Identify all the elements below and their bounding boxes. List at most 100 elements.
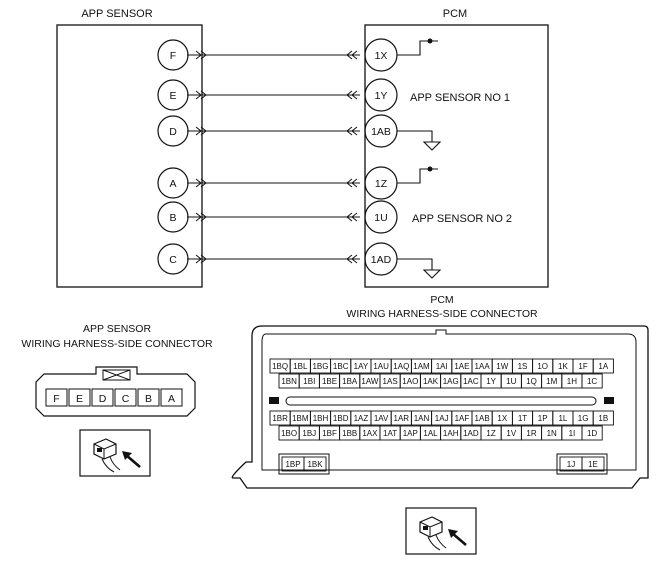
pcm-connector-cell-label: 1AA	[475, 362, 491, 371]
pcm-connector-cell-label: 1BL	[293, 362, 308, 371]
pcm-connector-cell-label: 1AE	[454, 362, 469, 371]
pcm-terminal-mark	[346, 178, 358, 188]
pcm-connector-cell-label: 1AV	[374, 414, 389, 423]
pcm-connector-cell-label: 1AU	[373, 362, 389, 371]
pcm-box	[364, 24, 549, 288]
pcm-pin-label: 1AD	[371, 254, 392, 266]
pcm-connector-cell-label: 1H	[567, 377, 577, 386]
pcm-connector-cell-label: 1BO	[281, 429, 297, 438]
pcm-connector-hatched-box	[556, 453, 608, 475]
app-connector-cell	[160, 388, 183, 407]
view-arrow-head	[448, 529, 458, 538]
connector-body-glyph	[419, 516, 443, 538]
app-connector-cell	[114, 388, 137, 407]
app-connector-cell	[45, 388, 68, 407]
pcm-connector-cell-label: 1AI	[436, 362, 448, 371]
pcm-connector-cell-label: 1D	[587, 429, 597, 438]
app-connector-cell-label: F	[53, 393, 59, 405]
app-connector-cell-label: D	[99, 393, 107, 405]
pcm-connector-cell-label: 1C	[587, 377, 597, 386]
app-sensor-pin	[157, 243, 189, 275]
pcm-junction-dot	[427, 166, 433, 172]
pcm-connector-cell-label: 1Q	[526, 377, 537, 386]
sensor-terminal-mark	[195, 126, 207, 136]
pcm-connector-cell-label: 1AP	[403, 429, 418, 438]
pcm-connector-cell-label: 1A	[598, 362, 608, 371]
pcm-connector-cell-label: 1T	[518, 414, 527, 423]
icon-frame	[405, 507, 477, 555]
pcm-connector-cell-label: 1AB	[475, 414, 490, 423]
pcm-pin-label: 1X	[375, 50, 388, 62]
pcm-ground-line	[397, 130, 433, 142]
connector-slot-glyph	[423, 526, 428, 530]
pcm-connector-cell-label: 1S	[518, 362, 528, 371]
pcm-connector-cell-label: 1BF	[322, 429, 337, 438]
pcm-connector-cell-label: 1Z	[486, 429, 495, 438]
pcm-connector-cell-label: 1AO	[402, 377, 418, 386]
pcm-connector-cell-label: 1X	[497, 414, 507, 423]
app-sensor-pin-label: F	[170, 50, 176, 62]
ground-symbol	[422, 269, 442, 279]
pcm-connector-subtitle: WIRING HARNESS-SIDE CONNECTOR	[346, 308, 538, 320]
pcm-connector-cell-label: 1N	[547, 429, 557, 438]
app-connector-cell	[137, 388, 160, 407]
pcm-connector-cell	[581, 425, 603, 441]
app-sensor-box	[56, 24, 203, 288]
app-connector-latch	[102, 369, 131, 381]
pcm-connector-cell-label: 1BB	[342, 429, 357, 438]
connector-slot-glyph	[97, 448, 102, 452]
pcm-pin-label: 1Z	[375, 178, 388, 190]
pcm-connector-cell-label: 1AJ	[435, 414, 449, 423]
app-connector-cell-label: B	[145, 393, 152, 405]
pcm-connector-cell-label: 1BQ	[272, 362, 288, 371]
view-arrow-head	[122, 451, 132, 460]
connector-edge-glyph	[93, 443, 117, 459]
app-sensor-pin	[157, 115, 189, 147]
app-sensor-pin	[157, 79, 189, 111]
app-connector-cell	[91, 388, 114, 407]
pcm-connector-cell-label: 1V	[506, 429, 516, 438]
pcm-connector-cell-label: 1I	[569, 429, 576, 438]
pcm-connector-key-right	[604, 397, 614, 404]
pcm-connector-title: PCM	[430, 294, 453, 306]
pcm-connector-cell-label: 1BH	[313, 414, 329, 423]
pcm-connector-cell-label: 1J	[567, 460, 575, 469]
pcm-connector-cell-label: 1AH	[443, 429, 459, 438]
app-connector-cell	[68, 388, 91, 407]
sensor-terminal-mark	[195, 178, 207, 188]
app-connector-cell-label: E	[76, 393, 83, 405]
pcm-connector-cell-label: 1BP	[285, 460, 300, 469]
pcm-terminal-mark	[346, 212, 358, 222]
app-connector-title: APP SENSOR	[83, 323, 151, 335]
sensor-terminal-mark	[195, 50, 207, 60]
app-sensor-title: APP SENSOR	[81, 8, 152, 20]
pcm-connector-cell-label: 1AF	[455, 414, 470, 423]
pcm-connector-cell-label: 1G	[578, 414, 589, 423]
pcm-connector-cell-label: 1AT	[383, 429, 397, 438]
pcm-connector-cell-label: 1AM	[413, 362, 430, 371]
pcm-pin-label: 1U	[374, 212, 387, 224]
app-connector-cell-label: C	[122, 393, 130, 405]
pcm-connector-cell-label: 1AY	[354, 362, 369, 371]
pcm-connector-cell	[592, 358, 614, 374]
connector-edge-glyph	[419, 521, 443, 537]
ground-symbol	[422, 141, 442, 151]
pcm-connector-cell-label: 1BM	[292, 414, 309, 423]
pcm-connector-cell-label: 1BE	[322, 377, 337, 386]
pcm-junction-dot	[427, 38, 433, 44]
pcm-connector-cell-label: 1AR	[394, 414, 410, 423]
pcm-connector-cell	[581, 373, 603, 389]
pcm-connector-cell-label: 1AK	[423, 377, 439, 386]
pcm-connector-cell	[303, 456, 327, 472]
pcm-connector-cell-label: 1AX	[362, 429, 378, 438]
pcm-connector-center-rail	[285, 396, 597, 406]
pcm-connector-cell-label: 1BK	[307, 460, 323, 469]
harness-wire-glyph	[427, 534, 447, 551]
pcm-connector-cell-label: 1K	[558, 362, 568, 371]
app-sensor-pin-label: B	[169, 212, 176, 224]
app-connector-cell-label: A	[168, 393, 175, 405]
app-sensor-no2-label: APP SENSOR NO 2	[412, 213, 512, 225]
pcm-connector-cell-label: 1Y	[486, 377, 496, 386]
